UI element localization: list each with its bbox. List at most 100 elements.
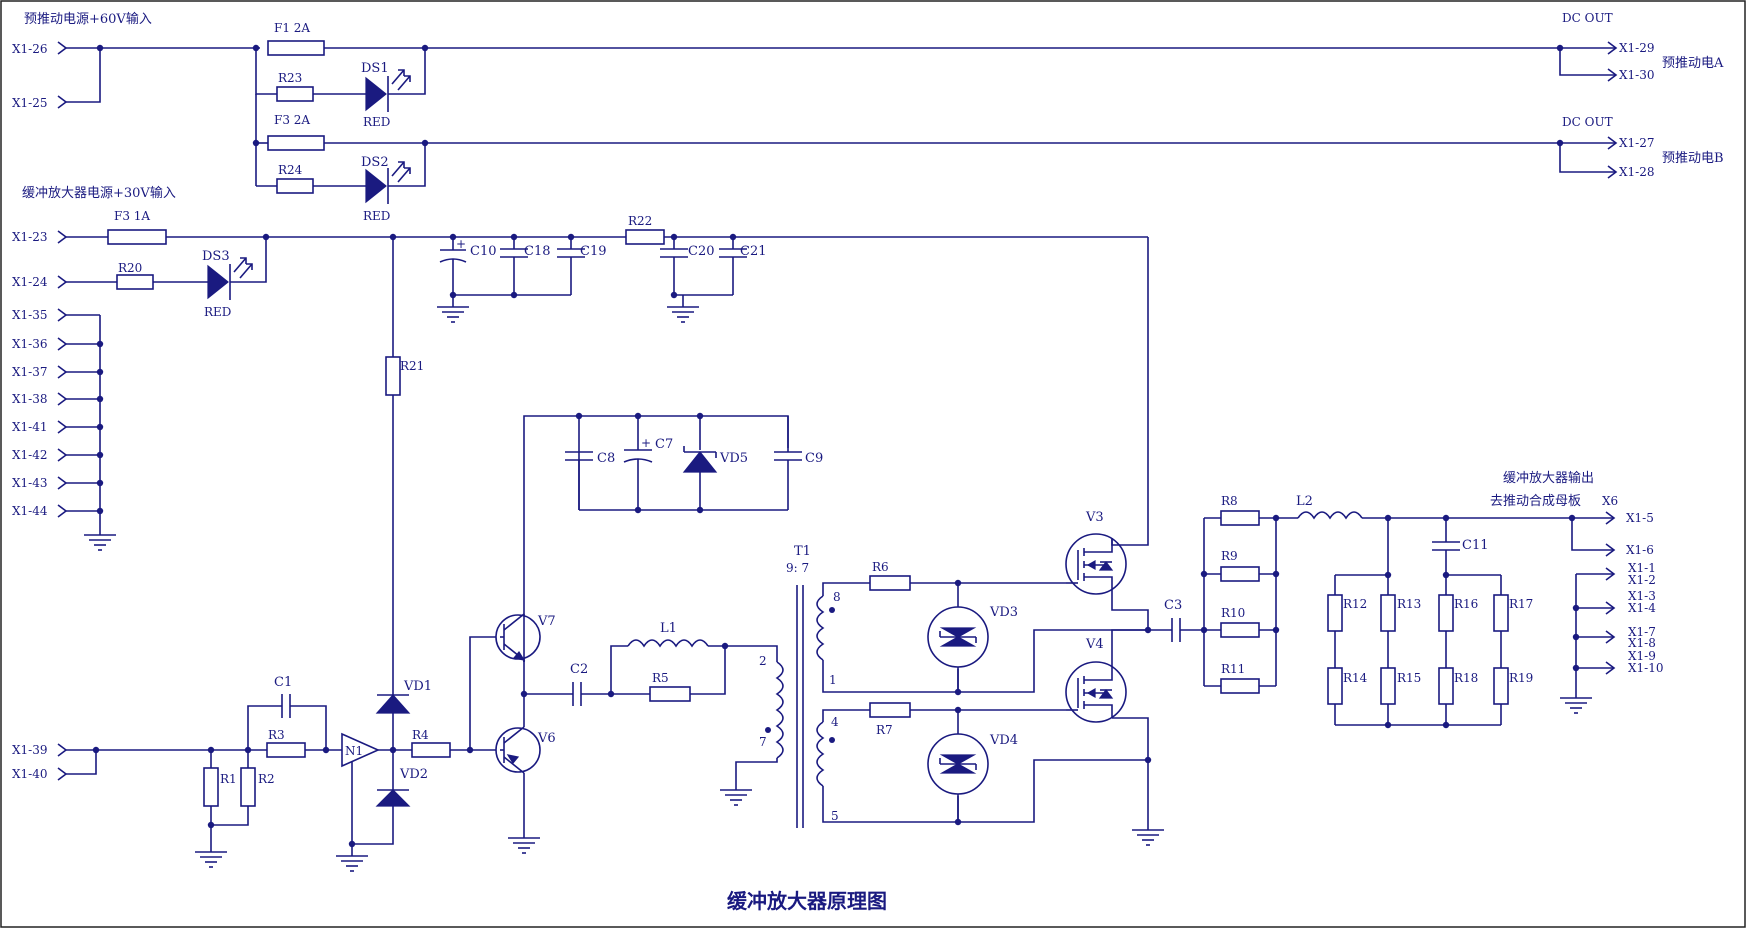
c1-label: C1 xyxy=(274,675,292,690)
t1-pin8-label: 8 xyxy=(833,590,841,604)
mosfet-v4 xyxy=(1065,661,1127,723)
diagram-title: 缓冲放大器原理图 xyxy=(727,889,887,913)
resistor-r9 xyxy=(1204,566,1276,582)
resistor-r11 xyxy=(1204,678,1276,694)
r7-label: R7 xyxy=(876,723,893,737)
ground-inputs: X1-35 X1-36 X1-37 X1-38 X1-41 X1-42 X1-4… xyxy=(12,308,104,518)
ds2-label: DS2 xyxy=(361,155,389,170)
pre-drive-power-label: 预推动电源+60V输入 xyxy=(24,11,152,27)
r18-label: R18 xyxy=(1454,671,1478,685)
r4-label: R4 xyxy=(412,728,429,742)
ds1-color-label: RED xyxy=(363,115,390,129)
output-x1-5: X1-5 xyxy=(1626,511,1654,525)
svg-text:X1-3: X1-3 xyxy=(1628,589,1656,603)
c2-label: C2 xyxy=(570,662,588,677)
resistor-r7 xyxy=(869,702,911,718)
c11-label: C11 xyxy=(1462,538,1489,553)
dc-out-a-label: DC OUT xyxy=(1562,11,1613,25)
fuse-f1-label: F1 2A xyxy=(274,21,310,35)
buffer-output-destination-label: 去推动合成母板 xyxy=(1490,494,1581,509)
r11-label: R11 xyxy=(1221,662,1245,676)
r14-label: R14 xyxy=(1343,671,1368,685)
ds1-label: DS1 xyxy=(361,61,389,76)
c8-label: C8 xyxy=(597,451,615,466)
r6-label: R6 xyxy=(872,560,889,574)
v3-label: V3 xyxy=(1085,510,1104,525)
svg-text:X1-41: X1-41 xyxy=(12,420,48,434)
c3-label: C3 xyxy=(1164,598,1182,613)
svg-text:X1-2: X1-2 xyxy=(1628,573,1656,587)
transistor-v7 xyxy=(495,613,541,661)
t1-pin4-label: 4 xyxy=(831,715,839,729)
r21-label: R21 xyxy=(400,359,424,373)
resistor-r22 xyxy=(625,229,665,245)
l1-label: L1 xyxy=(660,621,677,636)
ds2-color-label: RED xyxy=(363,209,390,223)
svg-text:X1-25: X1-25 xyxy=(12,96,48,110)
resistor-r23 xyxy=(276,86,314,102)
vd1-label: VD1 xyxy=(403,679,432,694)
input-x1-23: X1-23 xyxy=(12,230,67,244)
svg-text:X1-10: X1-10 xyxy=(1628,661,1664,675)
resistor-r2 xyxy=(240,767,256,807)
opamp-n1 xyxy=(341,732,380,844)
resistor-r24 xyxy=(276,178,314,194)
t1-pin7-label: 7 xyxy=(759,735,767,749)
svg-text:X1-24: X1-24 xyxy=(12,275,48,289)
c20-label: C20 xyxy=(688,244,715,259)
l2-label: L2 xyxy=(1296,494,1313,509)
fuse-f3b-label: F3 1A xyxy=(114,209,150,223)
output-x1-30: X1-30 xyxy=(1619,68,1655,82)
resistor-network xyxy=(1327,575,1509,726)
v4-label: V4 xyxy=(1085,637,1104,652)
r20-label: R20 xyxy=(118,261,142,275)
resistor-r5 xyxy=(649,686,691,702)
pre-drive-a-label: 预推动电A xyxy=(1662,56,1724,71)
input-x1-26: X1-26 xyxy=(12,41,67,56)
resistor-r3 xyxy=(266,742,306,758)
svg-text:X1-23: X1-23 xyxy=(12,230,48,244)
input-x1-24: X1-24 xyxy=(12,275,67,289)
r19-label: R19 xyxy=(1509,671,1533,685)
r9-label: R9 xyxy=(1221,549,1238,563)
r24-label: R24 xyxy=(278,163,303,177)
svg-text:X1-8: X1-8 xyxy=(1628,636,1656,650)
mosfet-v3 xyxy=(1065,533,1127,595)
resistor-r8 xyxy=(1204,510,1276,526)
buffer-power-label: 缓冲放大器电源+30V输入 xyxy=(22,185,176,201)
led-ds1 xyxy=(365,69,411,112)
t1-ratio-label: 9: 7 xyxy=(786,561,809,575)
r22-label: R22 xyxy=(628,214,652,228)
c18-label: C18 xyxy=(524,244,551,259)
svg-text:X1-4: X1-4 xyxy=(1628,601,1656,615)
input-x1-39: X1-39 xyxy=(12,743,67,757)
output-connectors-ground: X1-1 X1-2 X1-3 X1-4 X1-7 X1-8 X1-9 X1-10 xyxy=(1628,561,1664,675)
v7-label: V7 xyxy=(537,614,556,629)
fuse-f1 xyxy=(267,40,325,56)
r12-label: R12 xyxy=(1343,597,1367,611)
vd3-label: VD3 xyxy=(989,605,1018,620)
t1-pin5-label: 5 xyxy=(831,809,839,823)
c21-label: C21 xyxy=(740,244,767,259)
svg-text:X1-40: X1-40 xyxy=(12,767,48,781)
fuse-f3b xyxy=(107,229,167,245)
buffer-output-label: 缓冲放大器输出 xyxy=(1503,470,1594,486)
t1-pin2-label: 2 xyxy=(759,654,767,668)
resistor-r20 xyxy=(116,274,154,290)
output-x1-27: X1-27 xyxy=(1619,136,1655,150)
vd2-label: VD2 xyxy=(399,767,428,782)
svg-text:X1-42: X1-42 xyxy=(12,448,48,462)
ds3-color-label: RED xyxy=(204,305,231,319)
diode-vd2 xyxy=(375,789,411,807)
transistor-v6 xyxy=(495,726,541,774)
vd4-label: VD4 xyxy=(989,733,1018,748)
v6-label: V6 xyxy=(537,731,556,746)
svg-text:+: + xyxy=(641,436,651,450)
r5-label: R5 xyxy=(652,671,669,685)
svg-text:X1-9: X1-9 xyxy=(1628,649,1656,663)
led-ds3 xyxy=(207,257,253,300)
tvs-vd3 xyxy=(927,583,989,692)
r8-label: R8 xyxy=(1221,494,1238,508)
